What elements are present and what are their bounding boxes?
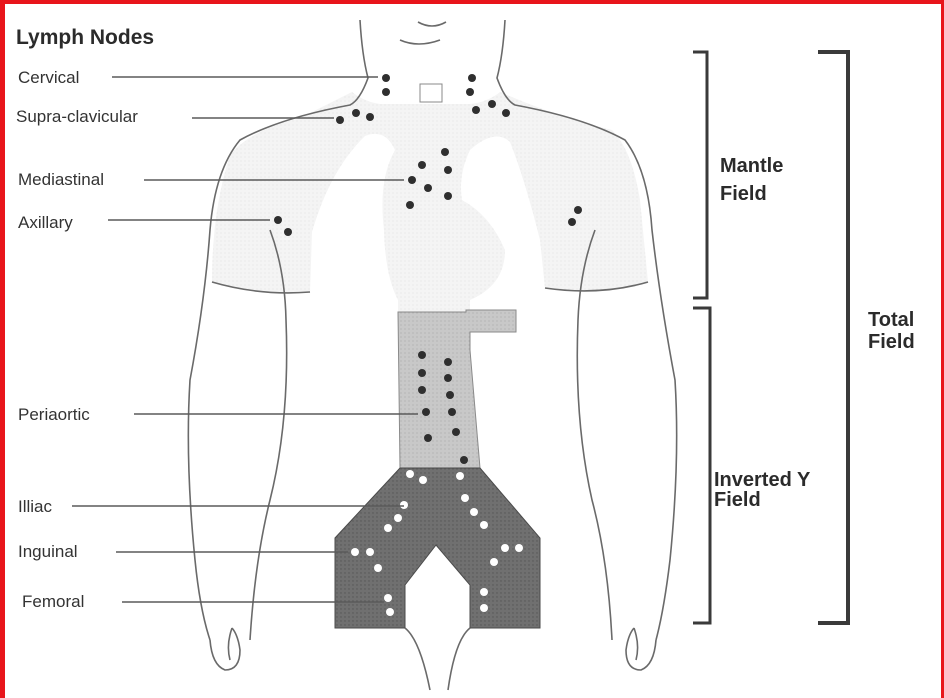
label-illiac: Illiac bbox=[18, 497, 404, 516]
mediastinal-label: Mediastinal bbox=[18, 170, 104, 189]
periaortic-region bbox=[398, 310, 516, 468]
supraclavicular-label: Supra-clavicular bbox=[16, 107, 138, 126]
mantle-field-bracket bbox=[693, 52, 707, 298]
label-periaortic: Periaortic bbox=[18, 405, 418, 424]
illiac-label: Illiac bbox=[18, 497, 53, 516]
axillary-label: Axillary bbox=[18, 213, 73, 232]
label-mediastinal: Mediastinal bbox=[18, 170, 404, 189]
femoral-label: Femoral bbox=[22, 592, 84, 611]
inverted-y-region bbox=[335, 468, 540, 628]
periaortic-label: Periaortic bbox=[18, 405, 90, 424]
total-field-bracket bbox=[818, 52, 848, 623]
diagram-title: Lymph Nodes bbox=[16, 26, 154, 49]
label-inguinal: Inguinal bbox=[18, 542, 348, 561]
inverted-y-label-line1: Inverted Y bbox=[714, 469, 811, 491]
total-field-label-line1: Total bbox=[868, 309, 914, 331]
total-field-label-line2: Field bbox=[868, 331, 915, 353]
inverted-y-label-line2: Field bbox=[714, 489, 761, 511]
label-femoral: Femoral bbox=[22, 592, 384, 611]
label-cervical: Cervical bbox=[18, 68, 378, 87]
cervical-label: Cervical bbox=[18, 68, 79, 87]
mantle-field-label-line1: Mantle bbox=[720, 155, 783, 177]
mantle-field-label-line2: Field bbox=[720, 183, 767, 205]
inguinal-label: Inguinal bbox=[18, 542, 78, 561]
inverted-y-bracket bbox=[693, 308, 710, 623]
